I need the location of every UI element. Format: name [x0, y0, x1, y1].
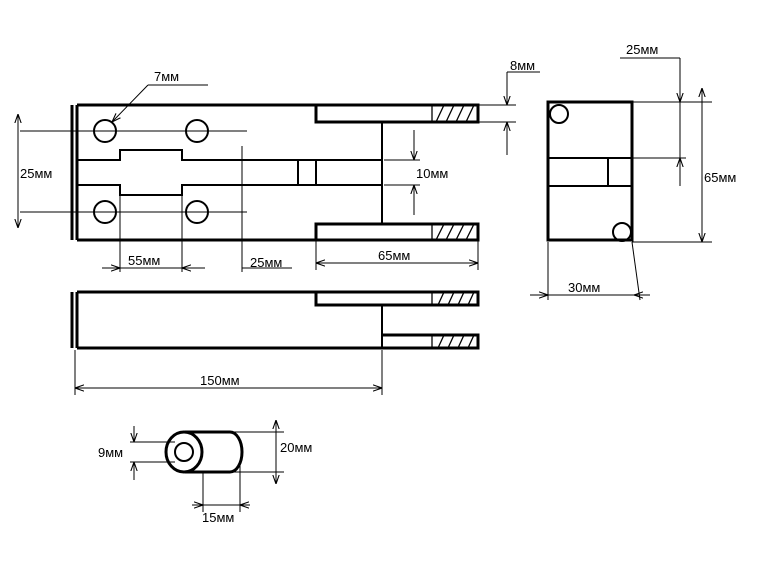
- bushing-body: [185, 430, 244, 474]
- label-block-height: 65мм: [704, 170, 736, 185]
- dim-bushing-length: 15мм: [192, 462, 250, 525]
- end-view-hole-bottom: [612, 222, 632, 242]
- label-block-width: 30мм: [568, 280, 600, 295]
- bushing: [164, 430, 244, 474]
- dim-hole-spacing: 55мм: [102, 253, 205, 268]
- top-view-body: [75, 103, 316, 242]
- bushing-face: [164, 430, 204, 474]
- dim-total-length: 150мм: [74, 350, 383, 395]
- dim-left-height: 25мм: [18, 114, 52, 228]
- dim-end-thickness: 8мм: [478, 58, 540, 155]
- hatch-lower: [431, 223, 475, 241]
- label-bushing-inner: 9мм: [98, 445, 123, 460]
- label-bushing-outer: 20мм: [280, 440, 312, 455]
- top-view: [20, 103, 480, 272]
- dim-block-height: 65мм: [632, 88, 736, 243]
- label-bushing-length: 15мм: [202, 510, 234, 525]
- end-view-outline: [546, 100, 634, 242]
- label-top-width-right: 25мм: [626, 42, 658, 57]
- dim-fork-length: 65мм: [315, 240, 479, 270]
- bushing-bore: [174, 442, 194, 462]
- side-hatch-upper: [431, 291, 475, 306]
- label-hole-offset: 25мм: [250, 255, 282, 270]
- side-fork-upper: [314, 290, 480, 307]
- label-left-height: 25мм: [20, 166, 52, 181]
- end-view: [546, 100, 634, 242]
- label-end-thickness: 8мм: [510, 58, 535, 73]
- side-view-body: [75, 290, 382, 350]
- end-view-hole-top: [549, 104, 569, 124]
- dim-slot-height: 10мм: [384, 130, 448, 215]
- fork-upper-prong: [314, 103, 480, 124]
- side-hatch-lower: [431, 334, 475, 349]
- dim-block-width: 30мм: [530, 241, 650, 301]
- side-fork-lower: [382, 333, 480, 350]
- label-total-length: 150мм: [200, 373, 240, 388]
- hatch-upper: [431, 104, 475, 123]
- label-hole-diameter: 7мм: [154, 69, 179, 84]
- dim-bushing-outer: 20мм: [232, 420, 312, 484]
- dim-hole-diameter: 7мм: [112, 69, 208, 122]
- dim-bushing-inner: 9мм: [98, 426, 175, 480]
- label-hole-spacing: 55мм: [128, 253, 160, 268]
- dim-top-width-right: 25мм: [620, 42, 686, 186]
- fork-lower-prong: [314, 222, 480, 242]
- central-slot: [77, 149, 299, 196]
- label-slot-height: 10мм: [416, 166, 448, 181]
- side-view: [70, 290, 480, 350]
- slot-end: [298, 159, 317, 186]
- dim-hole-offset: 25мм: [242, 255, 292, 270]
- label-fork-length: 65мм: [378, 248, 410, 263]
